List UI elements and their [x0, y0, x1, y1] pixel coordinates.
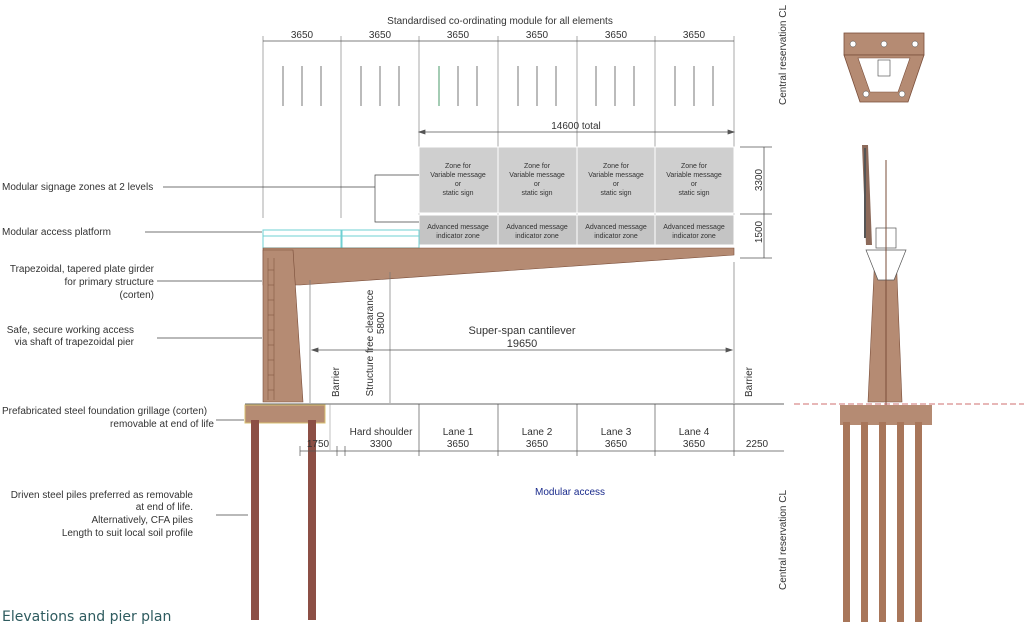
lane-width-reserve: 2250	[746, 439, 769, 450]
annotation-leaders	[145, 174, 419, 516]
foundation-grillage	[244, 404, 326, 424]
pier-plan	[843, 32, 925, 103]
zone-upper-line2: Variable message	[430, 172, 486, 179]
zone-upper-line2: Variable message	[588, 172, 644, 179]
zone-upper-line4: static sign	[442, 190, 473, 197]
zone-height-dimensions	[740, 146, 772, 259]
annotation-access-line2: via shaft of trapezoidal pier	[14, 337, 134, 348]
lane-name-3: Lane 3	[601, 427, 632, 438]
barrier-right: Barrier	[744, 366, 755, 397]
module-width-1: 3650	[291, 30, 314, 41]
annotation-access-platform: Modular access platform	[2, 227, 111, 238]
zone-lower-line2: indicator zone	[436, 233, 480, 240]
zone-upper-line1: Zone for	[681, 163, 708, 170]
annotation-grillage-line1: Prefabricated steel foundation grillage …	[2, 406, 207, 417]
zone-lower-line1: Advanced message	[585, 224, 647, 231]
zone-upper-line1: Zone for	[603, 163, 630, 170]
annotation-grillage-line2: removable at end of life	[110, 419, 214, 430]
zone-upper-line1: Zone for	[524, 163, 551, 170]
clearance-frame	[309, 262, 735, 403]
cantilever-value: 19650	[507, 338, 538, 350]
zone-upper-line1: Zone for	[445, 163, 472, 170]
lane-name-2: Lane 2	[522, 427, 553, 438]
annotation-piles-line4: Length to suit local soil profile	[62, 528, 194, 539]
module-width-5: 3650	[605, 30, 628, 41]
zone-lower-line2: indicator zone	[594, 233, 638, 240]
annotation-girder-line1: Trapezoidal, tapered plate girder	[10, 264, 155, 275]
total-dimension	[417, 129, 736, 135]
annotation-girder-line2: for primary structure	[65, 277, 155, 288]
annotation-girder-line3: (corten)	[120, 290, 154, 301]
sign-zones	[418, 146, 735, 246]
annotation-piles-line2: at end of life.	[136, 502, 193, 513]
lane-width-1: 3650	[447, 439, 470, 450]
lane-width-verge: 1750	[307, 439, 330, 450]
zone-height-upper: 3300	[754, 168, 765, 191]
zone-upper-line2: Variable message	[509, 172, 565, 179]
zone-upper-line3: or	[455, 181, 462, 188]
module-width-3: 3650	[447, 30, 470, 41]
lane-name-4: Lane 4	[679, 427, 710, 438]
lane-markers	[282, 66, 714, 106]
zone-upper-line4: static sign	[678, 190, 709, 197]
annotation-piles-line1: Driven steel piles preferred as removabl…	[11, 490, 194, 501]
lane-dimension-row	[299, 404, 784, 456]
lane-name-1: Lane 1	[443, 427, 474, 438]
annotation-piles-line3: Alternatively, CFA piles	[91, 515, 193, 526]
zone-upper-line4: static sign	[521, 190, 552, 197]
modular-access-label: Modular access	[535, 487, 605, 498]
cantilever-girder	[262, 247, 735, 286]
figure-caption: Elevations and pier plan	[2, 609, 172, 625]
central-reservation-top: Central reservation CL	[778, 5, 789, 105]
lane-width-hard-shoulder: 3300	[370, 439, 393, 450]
module-width-2: 3650	[369, 30, 392, 41]
lane-width-4: 3650	[683, 439, 706, 450]
pile-left	[251, 420, 259, 620]
zone-upper-line3: or	[613, 181, 620, 188]
zone-lower-line2: indicator zone	[672, 233, 716, 240]
zone-lower-line2: indicator zone	[515, 233, 559, 240]
zone-lower-line1: Advanced message	[663, 224, 725, 231]
module-dimension-line	[262, 36, 735, 218]
lane-labels: 1750 Hard shoulder 3300 Lane 1 3650 Lane…	[307, 427, 769, 450]
access-platform	[262, 229, 420, 249]
total-width-label: 14600 total	[551, 121, 601, 132]
zone-upper-line3: or	[691, 181, 698, 188]
barrier-left: Barrier	[331, 366, 342, 397]
lane-name-hard-shoulder: Hard shoulder	[350, 427, 413, 438]
side-elevation	[794, 145, 1024, 622]
clearance-value: 5800	[376, 311, 387, 334]
zone-lower-line1: Advanced message	[506, 224, 568, 231]
zone-height-lower: 1500	[754, 220, 765, 243]
module-width-4: 3650	[526, 30, 549, 41]
left-annotations: Modular signage zones at 2 levels Modula…	[2, 182, 214, 539]
sign-zone-text: Zone for Variable message or static sign…	[427, 163, 725, 240]
pile-right	[308, 420, 316, 620]
module-title: Standardised co-ordinating module for al…	[387, 16, 613, 27]
module-width-labels: 3650 3650 3650 3650 3650 3650	[291, 30, 706, 41]
lane-width-3: 3650	[605, 439, 628, 450]
zone-upper-line4: static sign	[600, 190, 631, 197]
module-width-6: 3650	[683, 30, 706, 41]
cantilever-label: Super-span cantilever	[468, 325, 575, 337]
clearance-label: Structure free clearance	[365, 289, 376, 396]
pier-ladder	[267, 258, 275, 400]
annotation-access-line1: Safe, secure working access	[7, 325, 134, 336]
zone-lower-line1: Advanced message	[427, 224, 489, 231]
central-reservation-bottom: Central reservation CL	[778, 490, 789, 590]
trapezoidal-pier	[262, 249, 304, 403]
zone-upper-line3: or	[534, 181, 541, 188]
annotation-signage-zones: Modular signage zones at 2 levels	[2, 182, 153, 193]
lane-width-2: 3650	[526, 439, 549, 450]
zone-upper-line2: Variable message	[666, 172, 722, 179]
cantilever-dimension	[310, 347, 734, 353]
